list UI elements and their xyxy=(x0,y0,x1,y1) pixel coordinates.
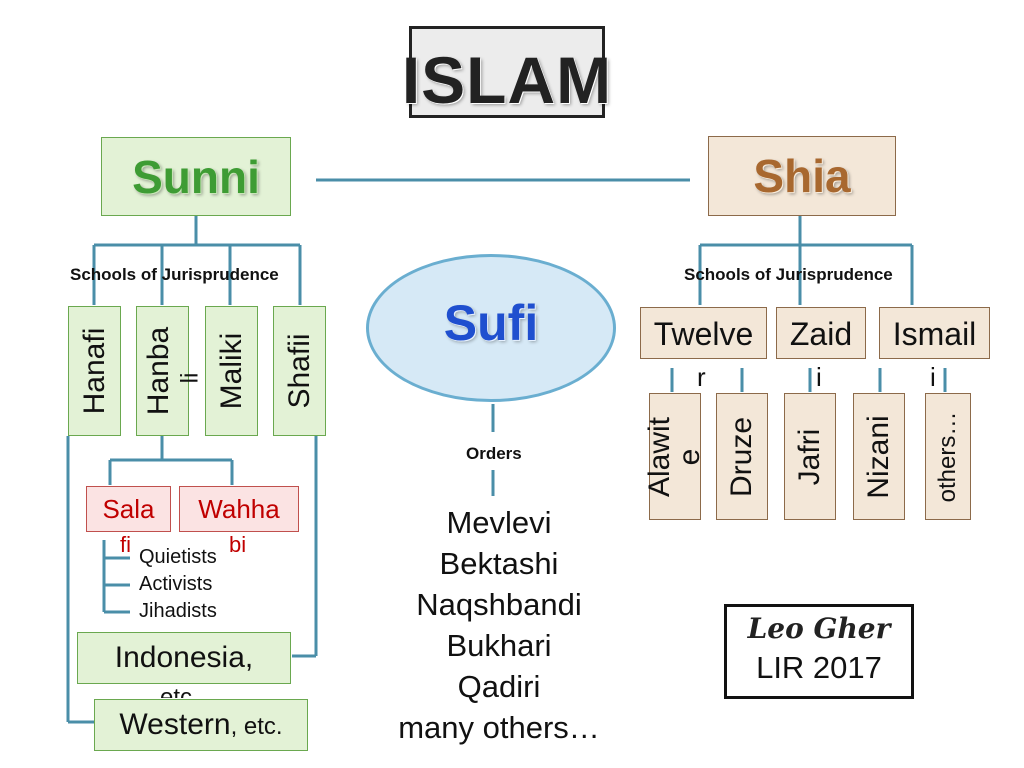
sect-druze-label: Druze xyxy=(725,416,758,497)
salafi-overflow: fi xyxy=(120,532,131,557)
salafi-label: Sala xyxy=(102,494,155,524)
order-item: Mevlevi xyxy=(446,505,552,540)
salafi-type-quietists: Quietists xyxy=(139,546,217,568)
sect-jafri-label: Jafri xyxy=(793,428,826,485)
indonesia-overflow: etc xyxy=(160,684,193,698)
school-ismaili-overflow: i xyxy=(930,362,936,392)
wahhabi-box: Wahha xyxy=(179,486,299,532)
order-item: many others… xyxy=(398,710,600,745)
salafi-type-activists: Activists xyxy=(139,573,213,595)
sect-nizani: Nizani xyxy=(853,393,905,520)
sect-nizani-label: Nizani xyxy=(862,414,895,499)
order-item: Bukhari xyxy=(446,628,552,663)
salafi-type-jihadists: Jihadists xyxy=(139,600,217,622)
signature-box xyxy=(724,604,914,699)
sect-others-label: others… xyxy=(934,411,961,502)
page-title: ISLAM xyxy=(401,43,613,117)
orders-heading: Orders xyxy=(466,444,522,463)
sufi-ellipse xyxy=(366,254,616,402)
school-ismaili: Ismail xyxy=(879,307,990,359)
wahhabi-overflow: bi xyxy=(229,532,247,557)
title-box xyxy=(409,26,605,118)
sect-jafri: Jafri xyxy=(784,393,836,520)
indonesia-label: Indonesia, xyxy=(114,641,254,674)
school-hanbali-overflow: li xyxy=(176,372,204,384)
signature-year: LIR 2017 xyxy=(756,650,882,685)
school-hanbali: Hanba xyxy=(136,306,189,436)
school-hanafi-label: Hanafi xyxy=(77,327,111,415)
indonesia-box: Indonesia, xyxy=(77,632,291,684)
school-zaidi: Zaid xyxy=(776,307,866,359)
order-item: Qadiri xyxy=(457,669,541,704)
salafi-box: Sala xyxy=(86,486,171,532)
shia-label: Shia xyxy=(753,150,851,202)
school-shafii: Shafii xyxy=(273,306,326,436)
school-zaidi-overflow: i xyxy=(816,362,822,392)
school-hanafi: Hanafi xyxy=(68,306,121,436)
wahhabi-label: Wahha xyxy=(198,494,280,524)
school-ismaili-label: Ismail xyxy=(892,316,977,352)
sect-druze: Druze xyxy=(716,393,768,520)
western-label: Western xyxy=(119,708,231,741)
sect-others: others… xyxy=(925,393,971,520)
school-twelver-label: Twelve xyxy=(653,316,754,352)
school-maliki: Maliki xyxy=(205,306,258,436)
sunni-schools-heading: Schools of Jurisprudence xyxy=(70,265,279,284)
sunni-box: Sunni xyxy=(101,137,291,216)
sect-alawite-label: Alawit e xyxy=(643,416,706,497)
shia-schools-heading: Schools of Jurisprudence xyxy=(684,265,893,284)
school-twelver: Twelve xyxy=(640,307,767,359)
school-maliki-label: Maliki xyxy=(214,332,248,410)
shia-box: Shia xyxy=(708,136,896,216)
sufi-label: Sufi xyxy=(443,295,539,351)
signature-name: Leo Gher xyxy=(747,612,891,645)
school-zaidi-label: Zaid xyxy=(789,316,853,352)
sect-alawite: Alawit e xyxy=(643,393,706,520)
western-box: Western, etc. xyxy=(94,699,308,751)
western-suffix: , etc. xyxy=(230,713,283,740)
order-item: Naqshbandi xyxy=(416,587,582,622)
school-twelver-overflow: r xyxy=(697,362,706,392)
sunni-label: Sunni xyxy=(132,150,260,203)
order-item: Bektashi xyxy=(439,546,559,581)
school-shafii-label: Shafii xyxy=(282,333,316,409)
school-hanbali-label: Hanba xyxy=(141,326,175,416)
